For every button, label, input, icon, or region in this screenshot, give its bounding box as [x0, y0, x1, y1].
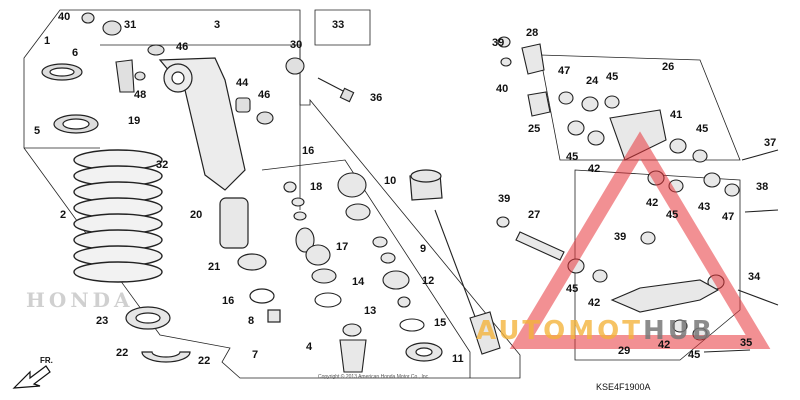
callout-39: 39 — [614, 231, 627, 243]
callout-13: 13 — [364, 305, 377, 317]
callout-23: 23 — [96, 315, 109, 327]
callout-27: 27 — [528, 209, 541, 221]
callout-19: 19 — [128, 115, 141, 127]
callout-47: 47 — [558, 65, 571, 77]
callout-38: 38 — [756, 181, 769, 193]
callout-32: 32 — [156, 159, 169, 171]
callout-30: 30 — [290, 39, 303, 51]
callout-26: 26 — [662, 61, 675, 73]
damper-rod — [434, 209, 501, 355]
callout-40: 40 — [496, 83, 509, 95]
callout-11: 11 — [452, 353, 464, 365]
callout-43: 43 — [698, 201, 711, 213]
callout-39: 39 — [498, 193, 511, 205]
spring-seat — [125, 306, 191, 363]
callout-42: 42 — [646, 197, 659, 209]
callout-4: 4 — [306, 341, 313, 353]
box-33-frame — [314, 9, 371, 46]
watermark-triangle — [509, 131, 771, 349]
callout-42: 42 — [588, 297, 601, 309]
main-spring — [73, 149, 163, 283]
callout-45: 45 — [566, 283, 579, 295]
adjuster-rings — [41, 63, 99, 134]
automotohub-watermark: AUTOMOTHUB — [476, 318, 715, 344]
callout-5: 5 — [34, 125, 41, 137]
callout-37: 37 — [764, 137, 777, 149]
callout-42: 42 — [588, 163, 601, 175]
watermark-auto-text: AUTOMOT — [476, 316, 643, 346]
callout-24: 24 — [586, 75, 599, 87]
damper-parts-frame — [261, 159, 471, 378]
callout-12: 12 — [422, 275, 435, 287]
honda-watermark: HONDA — [26, 288, 134, 312]
front-arrow-label: FR. — [40, 356, 53, 365]
callout-47: 47 — [722, 211, 735, 223]
callout-14: 14 — [352, 276, 365, 288]
pro-link-frame — [539, 54, 741, 161]
callout-16: 16 — [222, 295, 235, 307]
front-arrow-icon — [12, 365, 51, 389]
callout-8: 8 — [248, 315, 255, 327]
callout-17: 17 — [336, 241, 349, 253]
bottom-seal — [405, 342, 443, 362]
callout-45: 45 — [696, 123, 709, 135]
callout-39: 39 — [492, 37, 505, 49]
shock-inner-frame — [100, 44, 301, 210]
callout-6: 6 — [72, 47, 79, 59]
copyright-text: Copyright © 2013 American Honda Motor Co… — [318, 374, 430, 380]
callout-48: 48 — [134, 89, 147, 101]
callout-46: 46 — [258, 89, 271, 101]
callout-45: 45 — [688, 349, 701, 361]
callout-35: 35 — [740, 337, 753, 349]
callout-21: 21 — [208, 261, 221, 273]
callout-16: 16 — [302, 145, 315, 157]
callout-45: 45 — [666, 209, 679, 221]
callout-31: 31 — [124, 19, 137, 31]
callout-28: 28 — [526, 27, 539, 39]
callout-3: 3 — [214, 19, 221, 31]
callout-1: 1 — [44, 35, 51, 47]
callout-9: 9 — [420, 243, 427, 255]
callout-44: 44 — [236, 77, 249, 89]
callout-7: 7 — [252, 349, 259, 361]
callout-33: 33 — [332, 19, 345, 31]
callout-41: 41 — [670, 109, 683, 121]
callout-40: 40 — [58, 11, 71, 23]
shock-body — [158, 57, 246, 191]
shock-assembly-frame — [23, 9, 521, 379]
callout-45: 45 — [566, 151, 579, 163]
callout-45: 45 — [606, 71, 619, 83]
bolt-36 — [317, 77, 355, 103]
callout-22: 22 — [198, 355, 211, 367]
callout-10: 10 — [384, 175, 397, 187]
callout-36: 36 — [370, 92, 383, 104]
bump-rubber — [219, 197, 281, 323]
damper-parts — [283, 172, 425, 373]
callout-46: 46 — [176, 41, 189, 53]
callout-25: 25 — [528, 123, 541, 135]
callout-22: 22 — [116, 347, 129, 359]
callout-20: 20 — [190, 209, 203, 221]
reservoir-cap — [409, 169, 443, 201]
callout-29: 29 — [618, 345, 631, 357]
diagram-code: KSE4F1900A — [596, 382, 651, 392]
watermark-hub-text: HUB — [642, 316, 715, 346]
callout-18: 18 — [310, 181, 323, 193]
callout-34: 34 — [748, 271, 761, 283]
callout-15: 15 — [434, 317, 447, 329]
top-hardware — [81, 12, 305, 125]
callout-42: 42 — [658, 339, 671, 351]
callout-2: 2 — [60, 209, 67, 221]
